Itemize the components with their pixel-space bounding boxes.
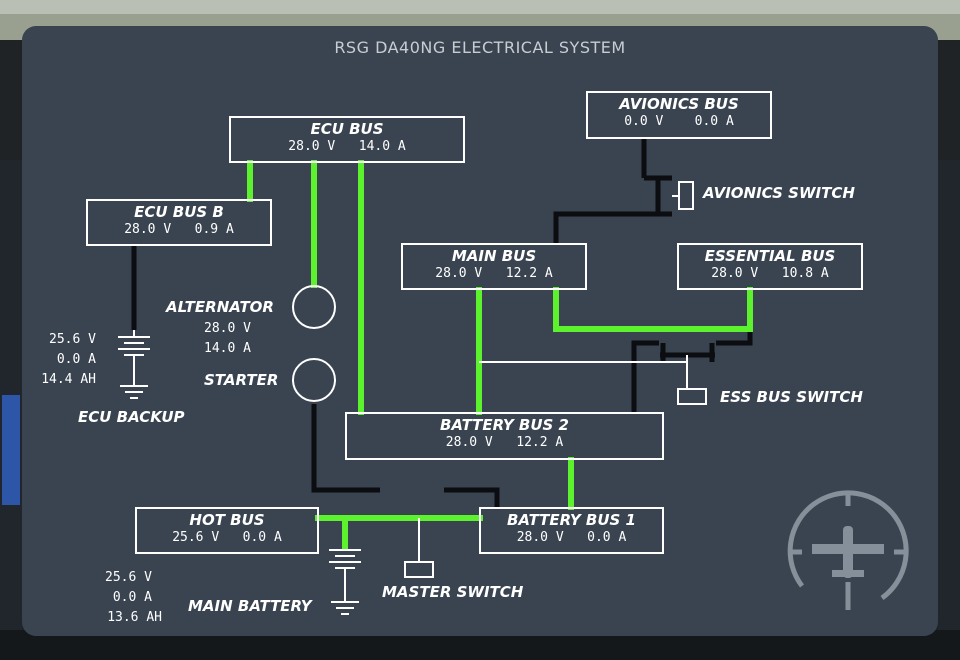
ess-bus-switch[interactable]: [677, 388, 707, 405]
avionics-switch[interactable]: [678, 181, 694, 210]
avionics-bus-name: AVIONICS BUS: [619, 95, 739, 113]
avionics-switch-label: AVIONICS SWITCH: [703, 184, 855, 202]
wire-main-bus-to-essential-bus: [553, 287, 753, 332]
ecu-bus-name: ECU BUS: [310, 120, 384, 138]
main-battery-label: MAIN BATTERY: [188, 597, 312, 615]
battery-bus-2-name: BATTERY BUS 2: [440, 416, 569, 434]
hot-bus-name: HOT BUS: [189, 511, 265, 529]
wire-master-to-battery-bus-1: [444, 487, 500, 507]
avionics-bus-values: 0.0 V 0.0 A: [624, 114, 734, 129]
wire-avionics-switch-to-main-bus: [553, 211, 644, 243]
hot-bus[interactable]: HOT BUS 25.6 V 0.0 A: [135, 507, 319, 554]
ecu-bus-values: 28.0 V 14.0 A: [288, 139, 406, 154]
ecu-bus-b[interactable]: ECU BUS B 28.0 V 0.9 A: [86, 199, 272, 246]
alternator-current: 14.0 A: [204, 341, 251, 356]
alternator-icon: [292, 285, 336, 329]
main-battery-capacity: 13.6 AH: [107, 610, 162, 625]
wire-starter-to-battery-bus-1: [311, 404, 380, 493]
alternator-label: ALTERNATOR: [166, 298, 274, 316]
master-switch[interactable]: [404, 561, 434, 578]
essential-bus-name: ESSENTIAL BUS: [704, 247, 836, 265]
ecu-backup-capacity: 14.4 AH: [41, 372, 96, 387]
battery-bus-2[interactable]: BATTERY BUS 2 28.0 V 12.2 A: [345, 412, 664, 460]
alternator-voltage: 28.0 V: [204, 321, 251, 336]
ess-bus-switch-label: ESS BUS SWITCH: [720, 388, 863, 406]
ecu-bus-b-values: 28.0 V 0.9 A: [124, 222, 234, 237]
ecu-backup-label: ECU BACKUP: [78, 408, 185, 426]
wire-ess-switch-to-essential-bus: [716, 332, 753, 346]
ecu-backup-current: 0.0 A: [56, 352, 96, 367]
starter-icon: [292, 358, 336, 402]
avionics-bus[interactable]: AVIONICS BUS 0.0 V 0.0 A: [586, 91, 772, 139]
starter-label: STARTER: [204, 371, 279, 389]
main-bus[interactable]: MAIN BUS 28.0 V 12.2 A: [401, 243, 587, 290]
main-bus-values: 28.0 V 12.2 A: [435, 266, 553, 281]
battery-bus-1-values: 28.0 V 0.0 A: [516, 530, 627, 545]
battery-bus-2-values: 28.0 V 12.2 A: [445, 435, 564, 450]
airplane-compass-icon: [787, 490, 909, 610]
main-bus-name: MAIN BUS: [451, 247, 537, 265]
essential-bus-values: 28.0 V 10.8 A: [711, 266, 829, 281]
main-battery-current: 0.0 A: [112, 590, 152, 605]
essential-bus[interactable]: ESSENTIAL BUS 28.0 V 10.8 A: [677, 243, 863, 290]
battery-bus-1-name: BATTERY BUS 1: [507, 511, 636, 529]
master-switch-label: MASTER SWITCH: [382, 583, 524, 601]
ecu-bus[interactable]: ECU BUS 28.0 V 14.0 A: [229, 116, 465, 163]
battery-bus-1[interactable]: BATTERY BUS 1 28.0 V 0.0 A: [479, 507, 664, 554]
ecu-bus-b-name: ECU BUS B: [134, 203, 224, 221]
main-battery-voltage: 25.6 V: [105, 570, 152, 585]
page-title: RSG DA40NG ELECTRICAL SYSTEM: [334, 38, 626, 57]
ecu-backup-voltage: 25.6 V: [49, 332, 96, 347]
wire-ess-switch-to-battery-bus-2: [631, 340, 659, 412]
hot-bus-values: 25.6 V 0.0 A: [172, 530, 282, 545]
